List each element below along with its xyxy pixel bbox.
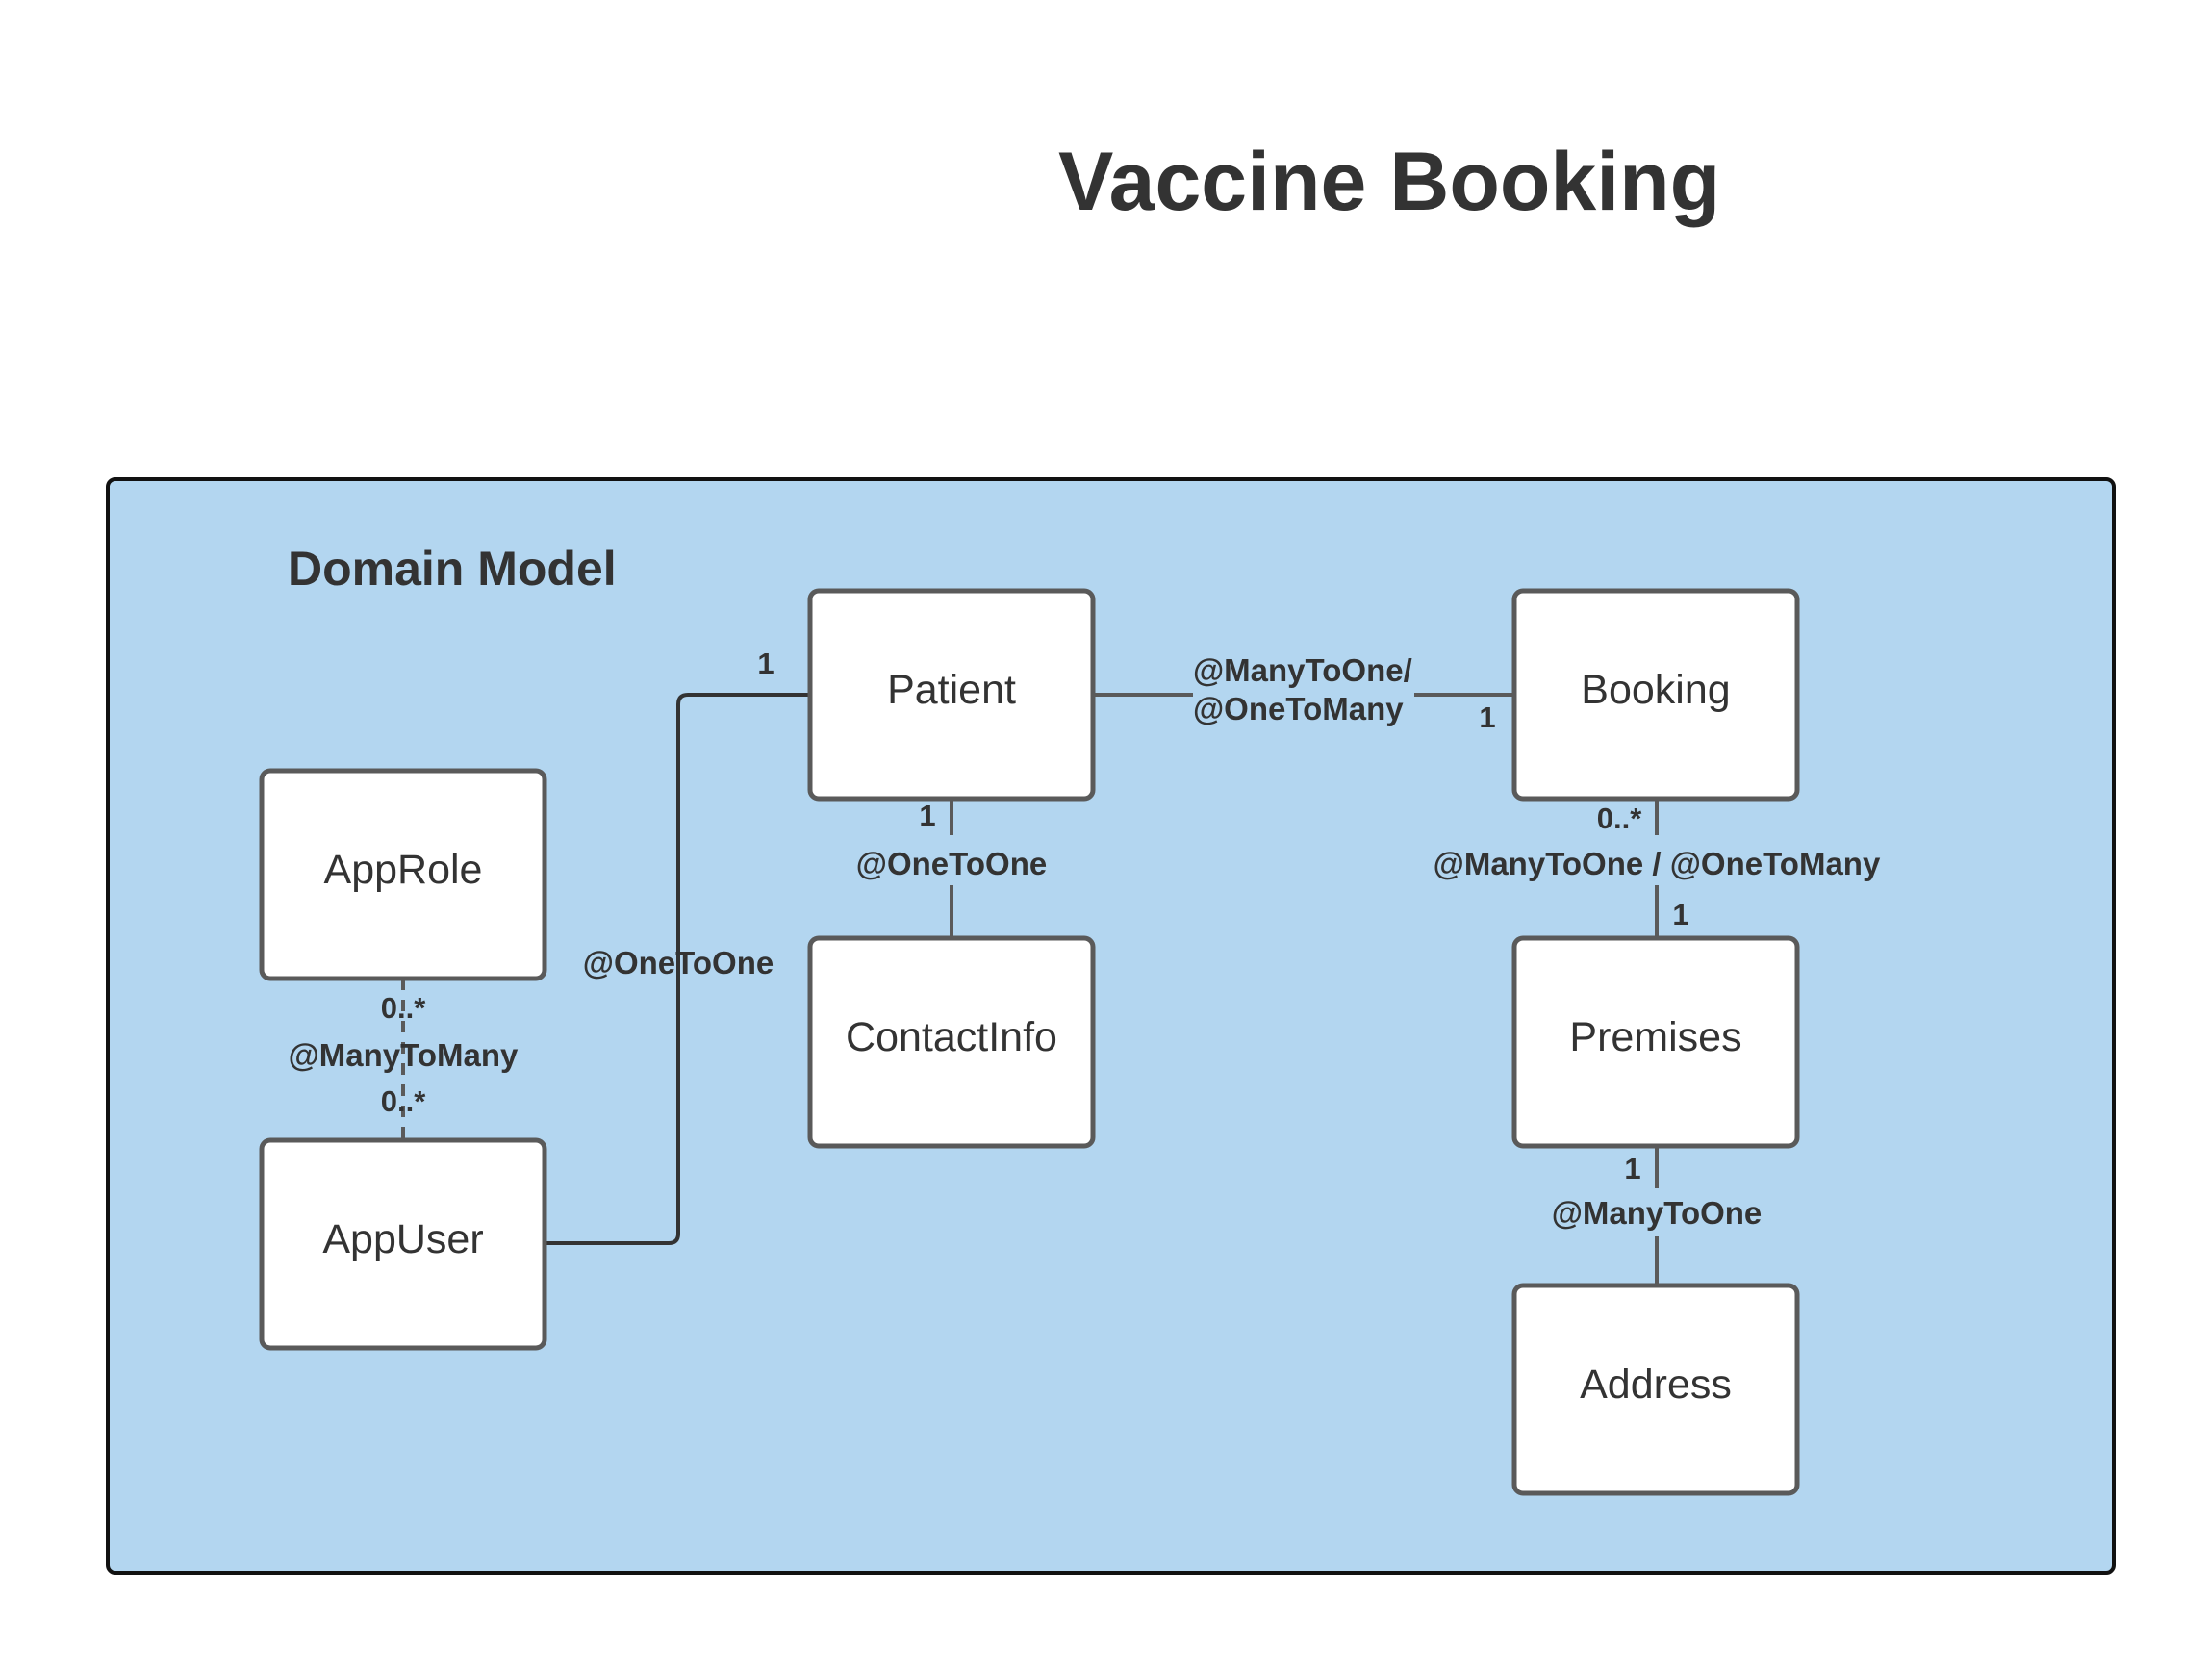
entity-appuser[interactable]: AppUser [259, 1137, 547, 1351]
entity-premises[interactable]: Premises [1511, 935, 1800, 1149]
multiplicity-patient-appuser: 1 [757, 647, 774, 680]
entity-approle[interactable]: AppRole [259, 768, 547, 981]
relation-label-premises-address: @ManyToOne [1552, 1195, 1763, 1231]
entity-label-patient: Patient [887, 667, 1016, 713]
entity-label-contactinfo: ContactInfo [846, 1014, 1057, 1060]
page-title: Vaccine Booking [1058, 136, 1721, 228]
multiplicity-booking-patient: 1 [1479, 700, 1495, 734]
domain-model-label: Domain Model [288, 542, 617, 596]
entity-label-booking: Booking [1581, 667, 1730, 713]
entity-contactinfo[interactable]: ContactInfo [807, 935, 1096, 1149]
domain-model-container [106, 477, 2116, 1575]
relation-label-booking-premises: @ManyToOne / @OneToMany [1434, 846, 1881, 881]
entity-label-approle: AppRole [324, 847, 483, 893]
multiplicity-appuser: 0..* [381, 1084, 426, 1118]
multiplicity-premises-booking: 1 [1672, 898, 1688, 931]
relation-label-patient-booking-line2: @OneToMany [1193, 691, 1404, 726]
multiplicity-premises-address: 1 [1624, 1152, 1640, 1185]
relation-label-appuser-patient: @OneToOne [583, 945, 774, 980]
entity-address[interactable]: Address [1511, 1283, 1800, 1496]
entity-label-premises: Premises [1569, 1014, 1741, 1060]
relation-label-approle-appuser: @ManyToMany [289, 1037, 519, 1073]
multiplicity-patient-contactinfo: 1 [919, 799, 935, 832]
entity-booking[interactable]: Booking [1511, 588, 1800, 802]
connector-appuser-patient [545, 693, 810, 1245]
multiplicity-booking-premises: 0..* [1597, 802, 1642, 835]
entity-label-address: Address [1580, 1362, 1732, 1408]
multiplicity-approle: 0..* [381, 991, 426, 1025]
relation-label-patient-contactinfo: @OneToOne [856, 846, 1047, 881]
entity-patient[interactable]: Patient [807, 588, 1096, 802]
entity-label-appuser: AppUser [322, 1216, 483, 1262]
relation-label-patient-booking-line1: @ManyToOne/ [1193, 652, 1412, 688]
